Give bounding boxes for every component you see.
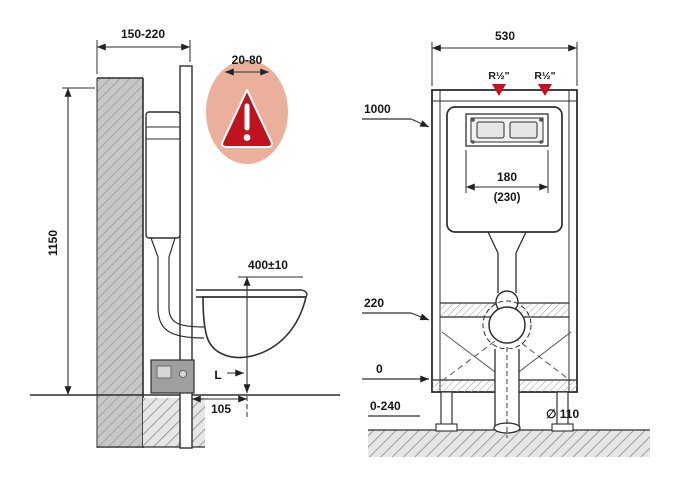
dim-wall-distance: 150-220: [96, 27, 191, 74]
connection-marker-icon: [538, 84, 552, 96]
ground-hatch-left: [97, 398, 205, 448]
cistern-side: [145, 111, 181, 258]
water-connection-right-label: R½": [534, 70, 555, 82]
drain-pipe: [493, 347, 521, 438]
flush-pipe-side: [157, 257, 205, 339]
leg-adjust-range-label: 0-240: [370, 399, 401, 413]
dim-flush-opening-label: 180: [497, 170, 517, 184]
dim-frame-width: 530: [431, 29, 578, 86]
front-view: 180 (230) R½": [362, 29, 650, 457]
dim-frame-height: 1150: [46, 87, 95, 395]
flush-unit: [465, 113, 549, 147]
frame-foot-block: [150, 359, 195, 394]
dim-outlet-offset-label: 105: [211, 402, 231, 416]
level-1000: 1000: [362, 102, 430, 128]
axis-distance-label: L: [214, 368, 221, 382]
dim-outlet-offset: 105: [192, 395, 247, 416]
level-220: 220: [362, 296, 430, 321]
water-connection-right: R½": [534, 70, 556, 96]
level-0-label: 0: [376, 362, 383, 376]
level-0: 0: [362, 362, 429, 383]
outlet-connection: [482, 300, 532, 350]
dim-frame-width-label: 530: [495, 29, 515, 43]
frame-legs: [435, 391, 574, 432]
dim-frame-height-label: 1150: [46, 230, 60, 256]
warning-triangle-icon: [221, 89, 273, 148]
dim-gap-label: 20-80: [232, 53, 263, 67]
side-view: 150-220 1150 20-80 400±10: [30, 27, 340, 449]
dim-flush-opening-alt-label: (230): [494, 192, 521, 204]
cistern-front: [446, 106, 563, 233]
mounting-frame-rail: [179, 65, 193, 449]
water-connection-left: R½": [488, 70, 510, 96]
dim-seat-height: 400±10: [238, 258, 303, 393]
ground-hatch-right: [368, 429, 650, 457]
drain-diameter-label: ∅ 110: [546, 407, 579, 421]
water-connection-left-label: R½": [488, 70, 509, 82]
toilet-bowl-side: [196, 289, 308, 359]
axis-distance-label-group: L: [214, 368, 244, 382]
wall-section: [96, 77, 144, 448]
connection-marker-icon: [492, 84, 506, 96]
warning-badge: 20-80: [206, 53, 288, 164]
leg-adjust-range: 0-240: [368, 399, 420, 417]
level-220-label: 220: [364, 296, 384, 310]
dim-wall-distance-label: 150-220: [121, 27, 165, 41]
dim-flush-opening: 180 (230): [465, 150, 549, 204]
level-1000-label: 1000: [364, 102, 391, 116]
dim-seat-height-label: 400±10: [248, 258, 288, 272]
